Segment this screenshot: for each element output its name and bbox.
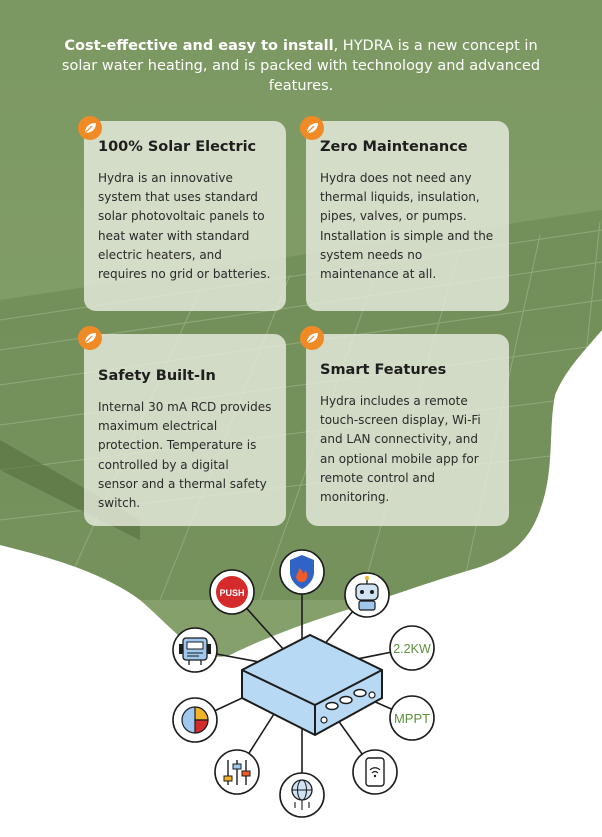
card-smart-features: Smart Features Hydra includes a remote t…: [306, 334, 509, 526]
leaf-icon: [78, 326, 102, 350]
mppt-icon: MPPT: [389, 695, 435, 741]
slider-controls-icon: [214, 749, 260, 795]
fire-shield-icon: [279, 549, 325, 595]
leaf-icon: [300, 326, 324, 350]
leaf-icon: [300, 116, 324, 140]
power-rating-icon: 2.2KW: [389, 625, 435, 671]
card-title: Smart Features: [320, 362, 447, 378]
card-body: Internal 30 mA RCD provides maximum elec…: [98, 400, 272, 511]
card-body: Hydra includes a remote touch-screen dis…: [320, 394, 481, 505]
robot-icon: [344, 572, 390, 618]
dashboard-robot-icon: [172, 627, 218, 673]
intro-text: Cost-effective and easy to install, HYDR…: [60, 36, 542, 96]
intro-rest: , HYDRA is a new concept in solar water …: [61, 38, 541, 94]
card-title: 100% Solar Electric: [98, 139, 257, 155]
smartphone-icon: [352, 749, 398, 795]
controller-box-icon: [241, 633, 383, 737]
pie-chart-icon: [172, 697, 218, 743]
globe-network-icon: [279, 772, 325, 818]
card-title: Zero Maintenance: [320, 139, 468, 155]
card-body: Hydra does not need any thermal liquids,…: [320, 171, 494, 282]
power-label: 2.2KW: [393, 642, 431, 656]
card-title: Safety Built-In: [98, 368, 216, 384]
push-button-icon: PUSH: [209, 569, 255, 615]
intro-lead: Cost-effective and easy to install: [64, 38, 334, 54]
card-body: Hydra is an innovative system that uses …: [98, 171, 271, 282]
mppt-label: MPPT: [394, 711, 430, 726]
card-zero-maintenance: Zero Maintenance Hydra does not need any…: [306, 121, 509, 311]
leaf-icon: [78, 116, 102, 140]
card-safety-built-in: Safety Built-In Internal 30 mA RCD provi…: [84, 334, 286, 526]
connectivity-diagram: PUSH 2.2KW MPPT: [172, 549, 435, 818]
card-solar-electric: 100% Solar Electric Hydra is an innovati…: [84, 121, 286, 311]
push-label: PUSH: [219, 588, 244, 598]
